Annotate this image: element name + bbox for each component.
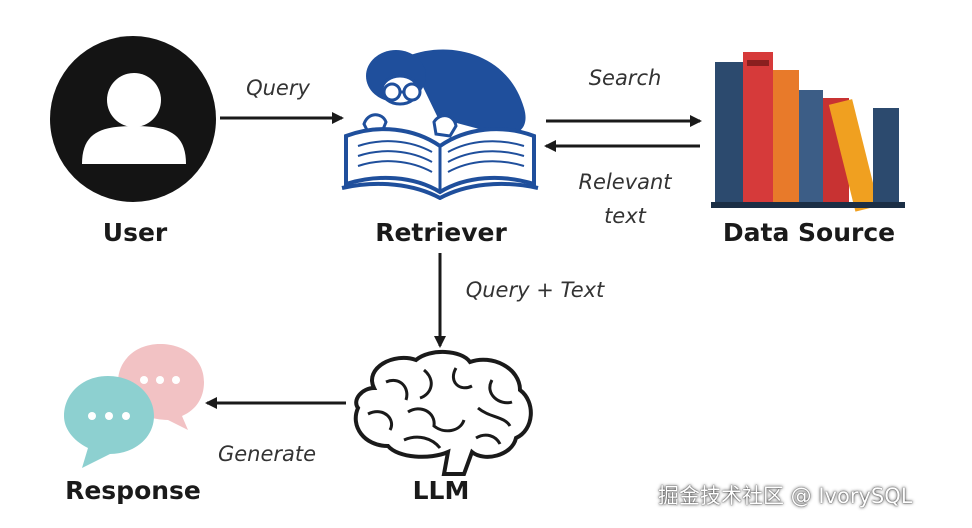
user-avatar-icon (50, 36, 216, 202)
edge-label-relevant: Relevant (578, 170, 672, 194)
node-label-data-source: Data Source (722, 218, 896, 247)
brain-icon (353, 349, 533, 476)
watermark: 掘金技术社区 @ IvorySQL (658, 484, 913, 508)
edge-label-search: Search (588, 66, 662, 90)
edge-label-query: Query (246, 76, 310, 100)
node-label-user: User (102, 218, 168, 247)
edge-label-text: text (604, 204, 646, 228)
edge-label-generate: Generate (217, 442, 317, 466)
edge-label-query-text: Query + Text (465, 278, 605, 302)
books-icon (711, 52, 905, 212)
chat-bubbles-icon (64, 344, 204, 468)
node-label-retriever: Retriever (375, 218, 507, 247)
reader-with-book-icon (341, 49, 539, 200)
node-label-llm: LLM (412, 476, 470, 505)
node-label-response: Response (65, 476, 201, 505)
